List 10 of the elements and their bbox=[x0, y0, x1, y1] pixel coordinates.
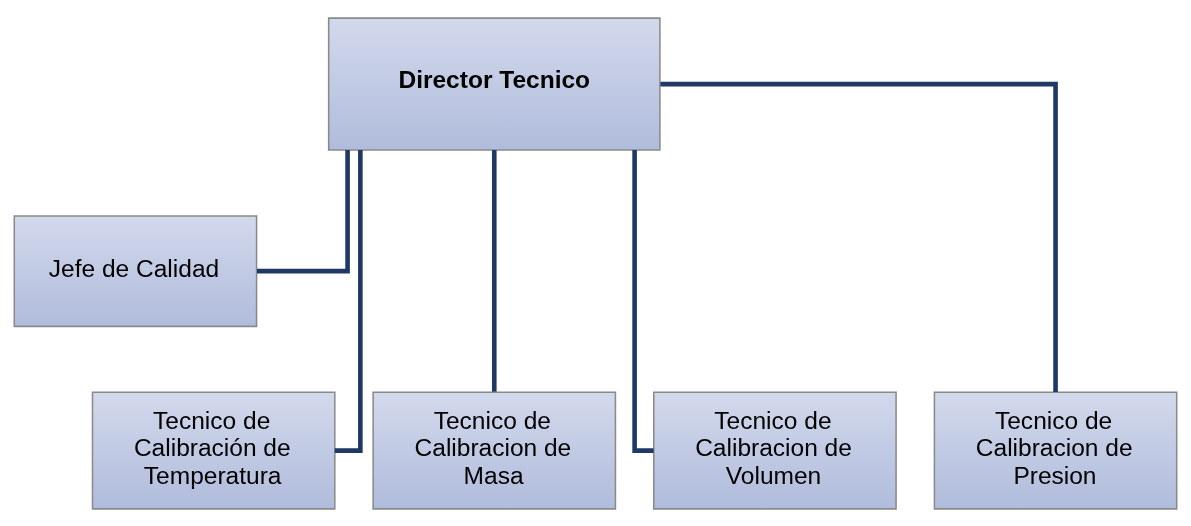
node-box: Tecnico de Calibracion de Masa bbox=[372, 391, 617, 510]
node-box: Tecnico de Calibración de Temperatura bbox=[91, 391, 336, 510]
node-box: Tecnico de Calibracion de Presion bbox=[933, 391, 1178, 510]
connector bbox=[257, 149, 350, 273]
connector bbox=[632, 149, 654, 453]
node-box: Director Tecnico bbox=[327, 16, 661, 151]
connector bbox=[660, 81, 1058, 392]
node-box: Jefe de Calidad bbox=[13, 214, 258, 327]
connector bbox=[492, 149, 497, 392]
node-box: Tecnico de Calibracion de Volumen bbox=[653, 391, 897, 510]
